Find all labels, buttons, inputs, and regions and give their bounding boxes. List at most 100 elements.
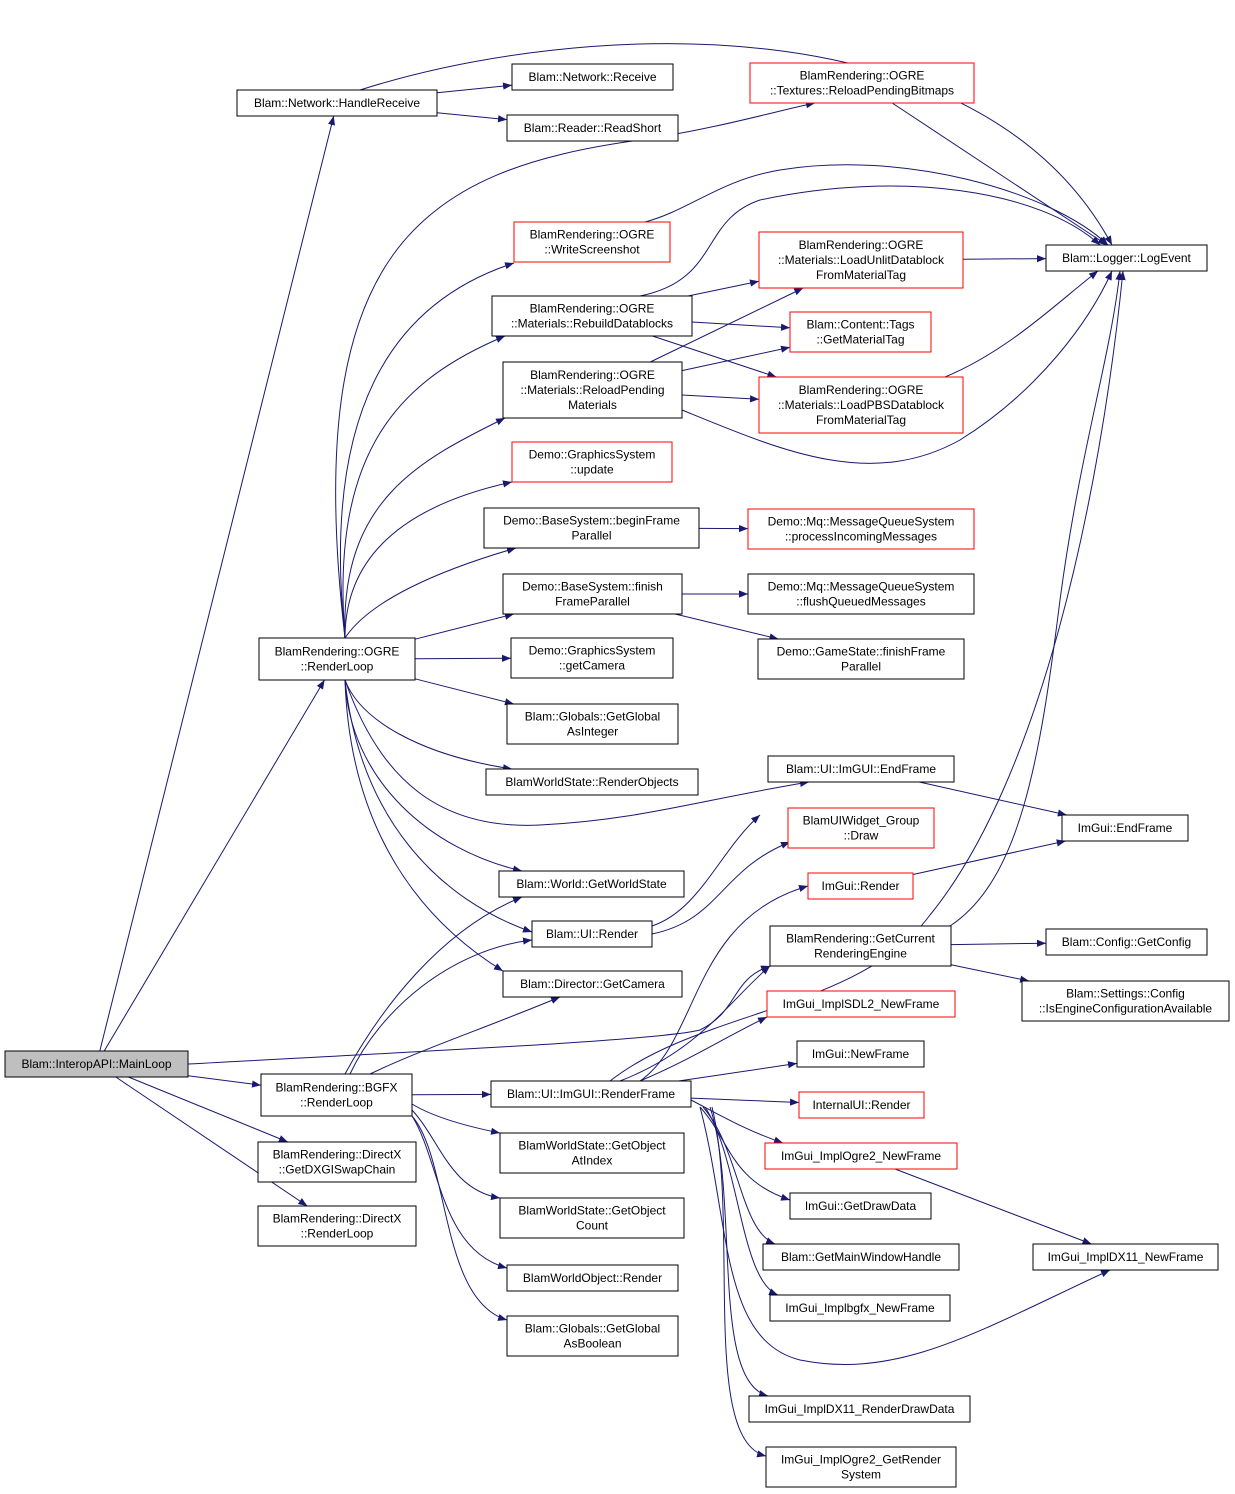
node-box <box>766 990 956 1018</box>
node-box <box>798 1091 925 1119</box>
node-n16[interactable]: ImGui_ImplDX11_NewFrame <box>1032 1243 1219 1271</box>
node-n3[interactable]: Blam::Network::Receive <box>511 63 674 91</box>
node-box <box>749 62 975 104</box>
node-n5[interactable]: BlamRendering::BGFX::RenderLoop <box>260 1073 413 1117</box>
node-n12[interactable]: Blam::GetMainWindowHandle <box>762 1243 960 1271</box>
node-n2[interactable]: Blam::Logger::LogEvent <box>1045 244 1208 272</box>
node-label-line: ::WriteScreenshot <box>544 243 640 257</box>
node-n38[interactable]: BlamRendering::OGRE::Materials::LoadUnli… <box>758 231 964 289</box>
node-n26[interactable]: BlamUIWidget_Group::Draw <box>787 807 935 849</box>
node-box <box>499 1197 685 1239</box>
edge-n8-n15 <box>639 885 809 1082</box>
edge-n35-n2 <box>639 185 1101 297</box>
node-label-line: Blam::Network::Receive <box>528 70 656 84</box>
node-label-line: ::Materials::ReloadPending <box>520 383 664 397</box>
node-n48[interactable]: Demo::GraphicsSystem::getCamera <box>510 637 674 679</box>
edge-n20-n16 <box>894 1168 1092 1245</box>
edge-n33-n35 <box>342 335 506 639</box>
edge-n5-n28 <box>411 1115 508 1270</box>
node-n27[interactable]: Blam::World::GetWorldState <box>498 870 685 898</box>
node-label-line: ImGui::Render <box>821 879 899 893</box>
node-n42[interactable]: BlamWorldState::RenderObjects <box>485 768 699 796</box>
node-label-line: ::Textures::ReloadPendingBitmaps <box>770 84 954 98</box>
node-label-line: ImGui::GetDrawData <box>805 1199 917 1213</box>
node-box <box>502 361 683 419</box>
node-box <box>762 1243 960 1271</box>
node-n44[interactable]: Demo::Mq::MessageQueueSystem::processInc… <box>747 508 975 550</box>
node-n21[interactable]: ImGui_ImplSDL2_NewFrame <box>766 990 956 1018</box>
node-box <box>506 703 679 745</box>
edge-n37-n2 <box>944 270 1099 378</box>
node-box <box>485 768 699 796</box>
node-n35[interactable]: BlamRendering::OGRE::Materials::RebuildD… <box>491 295 693 337</box>
node-label-line: BlamRendering::OGRE <box>275 645 400 659</box>
edge-n5-n27 <box>344 896 523 1075</box>
node-n6[interactable]: Blam::Director::GetCamera <box>502 970 683 998</box>
edge-n33-n39 <box>344 417 506 639</box>
node-n31[interactable]: BlamRendering::DirectX::GetDXGISwapChain <box>257 1141 417 1183</box>
edge-n0-n31 <box>128 1076 289 1143</box>
node-n41[interactable]: BlamRendering::OGRE::WriteScreenshot <box>513 221 671 263</box>
edge-n41-n2 <box>644 164 1109 246</box>
node-n33[interactable]: BlamRendering::OGRE::RenderLoop <box>258 637 416 681</box>
node-n22[interactable]: InternalUI::Render <box>798 1091 925 1119</box>
node-n0[interactable]: Blam::InteropAPI::MainLoop <box>4 1050 189 1078</box>
edge-n35-n38 <box>687 279 760 297</box>
node-n15[interactable]: ImGui::Render <box>807 872 914 900</box>
node-label-line: ::Draw <box>844 829 879 843</box>
node-label-line: ::Materials::LoadPBSDatablock <box>778 398 945 412</box>
node-label-line: Blam::Logger::LogEvent <box>1062 251 1191 265</box>
edge-n39-n38 <box>650 287 804 363</box>
node-box <box>1045 928 1208 956</box>
node-n36[interactable]: Blam::Content::Tags::GetMaterialTag <box>789 311 932 353</box>
node-n39[interactable]: BlamRendering::OGRE::Materials::ReloadPe… <box>502 361 683 419</box>
node-label-line: ::GetMaterialTag <box>816 333 904 347</box>
node-box <box>769 1294 951 1322</box>
node-box <box>498 870 685 898</box>
node-n4[interactable]: Blam::Reader::ReadShort <box>506 114 679 142</box>
edge-n33-n40 <box>335 101 816 639</box>
node-n37[interactable]: BlamRendering::OGRE::Materials::LoadPBSD… <box>758 376 964 434</box>
node-n13[interactable]: ImGui::GetDrawData <box>789 1192 932 1220</box>
node-label-line: ImGui_ImplOgre2_NewFrame <box>781 1149 941 1163</box>
node-label-line: ::update <box>570 463 614 477</box>
node-n23[interactable]: Blam::UI::Render <box>531 920 653 948</box>
edges-layer <box>99 43 1126 1458</box>
node-label-line: Blam::Globals::GetGlobal <box>525 1322 660 1336</box>
node-n17[interactable]: ImGui_ImplDX11_RenderDrawData <box>748 1395 971 1423</box>
node-n10[interactable]: Blam::Config::GetConfig <box>1045 928 1208 956</box>
node-n28[interactable]: BlamWorldObject::Render <box>506 1264 679 1292</box>
node-n8[interactable]: Blam::UI::ImGUI::RenderFrame <box>490 1080 692 1108</box>
node-box <box>758 376 964 434</box>
node-n47[interactable]: Demo::Mq::MessageQueueSystem::flushQueue… <box>747 573 975 615</box>
node-n14[interactable]: ImGui::NewFrame <box>796 1040 925 1068</box>
node-label-line: BlamRendering::GetCurrent <box>786 932 935 946</box>
node-label-line: FrameParallel <box>555 595 630 609</box>
node-n18[interactable]: ImGui_Implbgfx_NewFrame <box>769 1294 951 1322</box>
node-n49[interactable]: Demo::GraphicsSystem::update <box>511 441 673 483</box>
edge-n33-n27 <box>344 679 523 873</box>
node-n32[interactable]: BlamRendering::DirectX::RenderLoop <box>257 1205 417 1247</box>
node-box <box>787 807 935 849</box>
node-n24[interactable]: Blam::UI::ImGUI::EndFrame <box>767 755 955 783</box>
node-n20[interactable]: ImGui_ImplOgre2_NewFrame <box>764 1142 958 1170</box>
edge-n8-n2 <box>609 270 1126 1082</box>
node-n25[interactable]: ImGui::EndFrame <box>1061 814 1189 842</box>
node-box <box>502 573 683 615</box>
node-label-line: BlamWorldState::RenderObjects <box>505 775 678 789</box>
node-n40[interactable]: BlamRendering::OGRE::Textures::ReloadPen… <box>749 62 975 104</box>
node-label-line: BlamWorldState::GetObject <box>518 1139 666 1153</box>
node-n1[interactable]: Blam::Network::HandleReceive <box>236 89 438 117</box>
node-box <box>513 221 671 263</box>
node-box <box>1021 980 1230 1022</box>
node-n11[interactable]: Blam::Settings::Config::IsEngineConfigur… <box>1021 980 1230 1022</box>
